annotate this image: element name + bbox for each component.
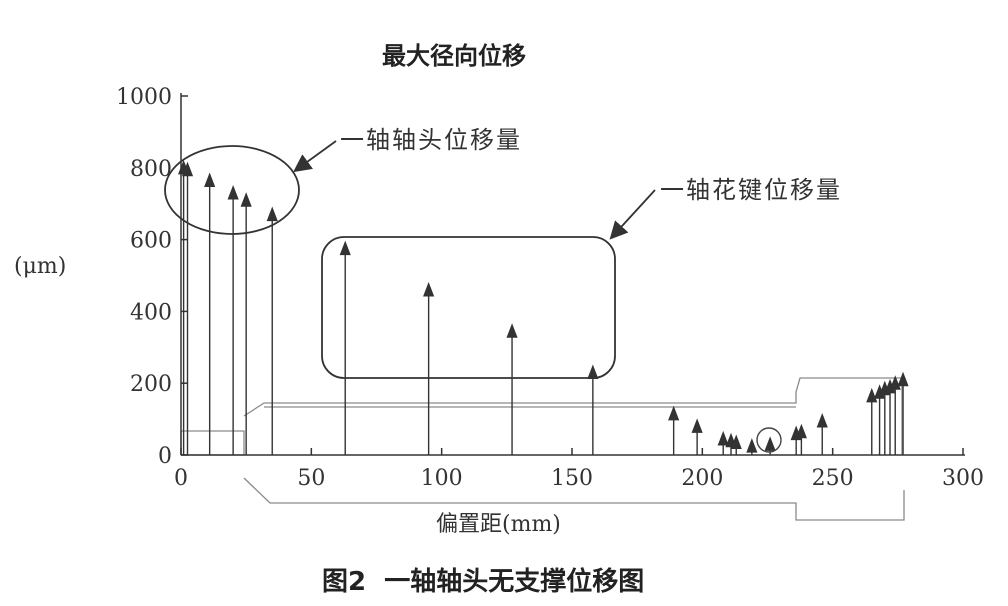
- x-tick-label: 200: [681, 466, 723, 491]
- data-point-marker: [730, 434, 742, 450]
- x-axis-label: 偏置距(mm): [436, 512, 561, 537]
- y-axis-label: (μm): [14, 254, 67, 279]
- data-point-marker: [691, 418, 703, 433]
- data-point-marker: [764, 436, 776, 451]
- data-point-marker: [506, 323, 518, 338]
- data-point-marker: [266, 206, 278, 222]
- y-tick-label: 400: [130, 300, 172, 325]
- annotation-arrow-spline: [609, 189, 656, 240]
- x-tick-label: 150: [551, 466, 593, 491]
- data-point-marker: [181, 161, 194, 177]
- data-point-marker: [587, 364, 599, 380]
- data-point-marker: [339, 240, 351, 256]
- chart-title: 最大径向位移: [382, 42, 526, 70]
- y-tick-label: 600: [130, 229, 172, 254]
- data-point-marker: [423, 281, 435, 297]
- x-ticks: 0 50 100 150 200 250 300: [174, 448, 984, 491]
- annotation-arrow-head: [293, 140, 337, 173]
- x-tick-label: 0: [174, 466, 188, 491]
- y-tick-label: 0: [158, 444, 172, 469]
- annotation-label-spline: 一轴花键位移量: [660, 176, 842, 204]
- highlight-circle-marker: [756, 427, 782, 453]
- y-ticks: 0 200 400 600 800 1000: [116, 85, 188, 469]
- x-tick-label: 50: [297, 466, 325, 491]
- y-tick-label: 1000: [116, 85, 172, 110]
- data-point-marker: [717, 430, 729, 446]
- data-point-marker: [204, 172, 216, 187]
- data-point-marker: [897, 371, 909, 387]
- data-point-marker: [746, 438, 758, 453]
- figure-caption: 图2 一轴轴头无支撑位移图: [322, 567, 645, 597]
- data-point-marker: [816, 412, 828, 428]
- annotation-label-head: 一轴轴头位移量: [340, 126, 522, 154]
- y-tick-label: 200: [130, 372, 172, 397]
- annotation-box-spline: [321, 236, 616, 379]
- data-point-marker: [866, 387, 878, 403]
- data-marks: [178, 159, 909, 455]
- data-point-marker: [795, 423, 807, 439]
- data-point-marker: [668, 405, 680, 421]
- x-tick-label: 100: [421, 466, 463, 491]
- x-tick-label: 300: [942, 466, 984, 491]
- annotation-ellipse-head: [164, 145, 300, 235]
- x-tick-label: 250: [812, 466, 854, 491]
- y-tick-label: 800: [130, 157, 172, 182]
- data-point-marker: [240, 192, 252, 207]
- data-point-marker: [227, 185, 239, 200]
